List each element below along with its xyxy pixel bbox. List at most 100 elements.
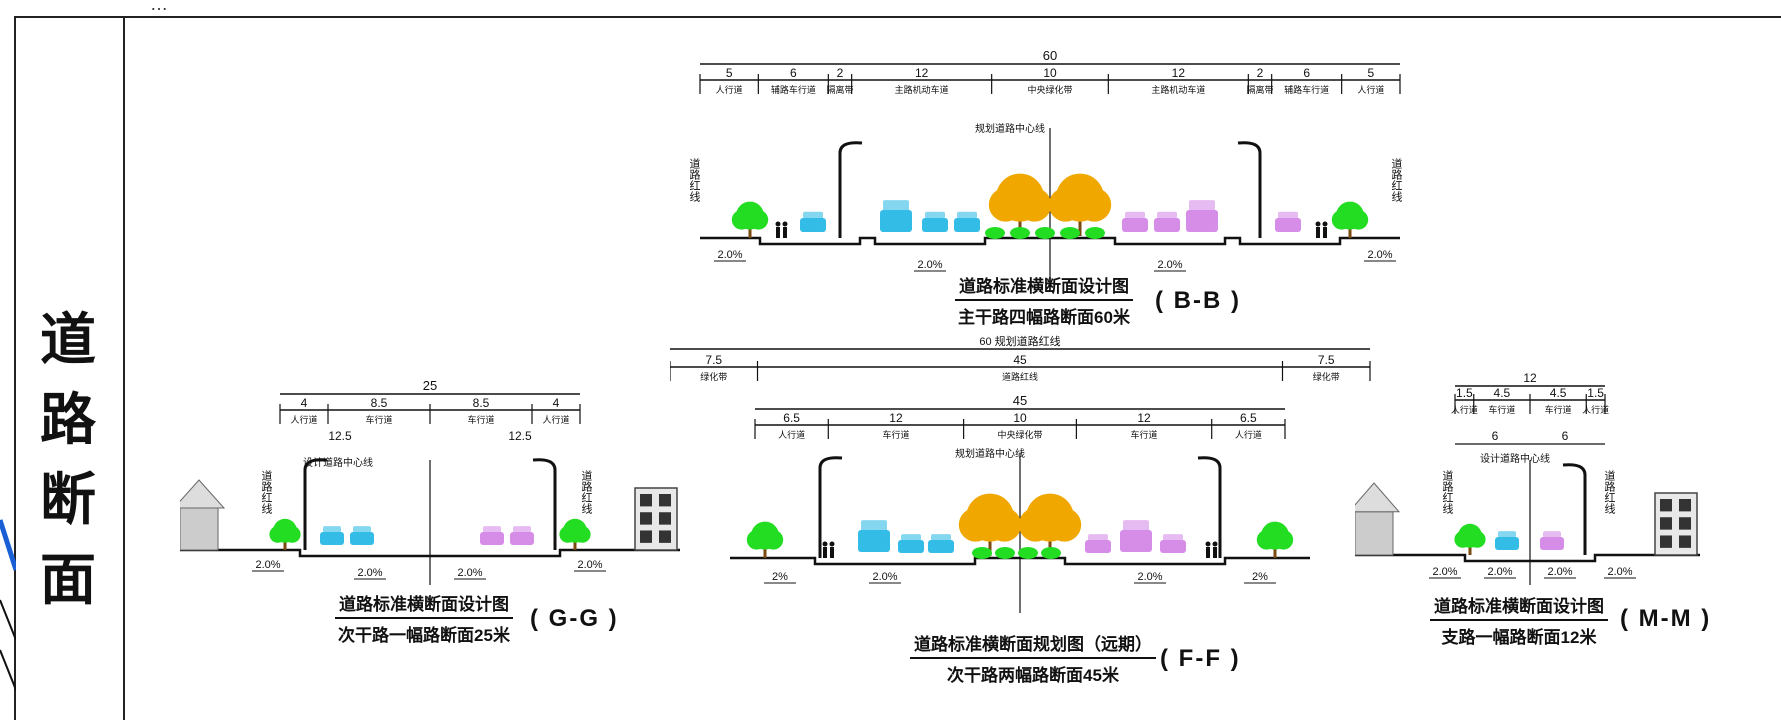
gg-slope: 2.0% bbox=[255, 559, 280, 571]
bb-total: 60 bbox=[1043, 48, 1057, 63]
ff-outer-lane-label: 绿化带 bbox=[700, 371, 727, 382]
gg-car-cab bbox=[483, 526, 501, 533]
ff-car bbox=[1085, 540, 1111, 553]
section-code-ff: ( F-F ) bbox=[1160, 645, 1241, 672]
bb-dim-label: 5 bbox=[726, 66, 733, 80]
mm-slope: 2.0% bbox=[1547, 566, 1572, 578]
ff-outer-dim-label: 7.5 bbox=[1318, 353, 1335, 367]
section-title-char: 断 bbox=[40, 467, 96, 533]
bb-car-cab bbox=[957, 211, 977, 219]
bb-tree-green bbox=[731, 210, 752, 230]
ff-total: 45 bbox=[1013, 393, 1027, 408]
bb-dim-label: 12 bbox=[915, 66, 929, 80]
gg-car bbox=[350, 532, 374, 545]
bb-pedestrian bbox=[1322, 221, 1328, 227]
bb-lane-label: 人行道 bbox=[1357, 84, 1384, 95]
bb-lane-label: 中央绿化带 bbox=[1027, 84, 1072, 95]
ff-dim-label: 6.5 bbox=[783, 411, 800, 425]
ff-bus-cab bbox=[1123, 520, 1149, 532]
mm-lane-label: 车行道 bbox=[1488, 404, 1515, 415]
bb-pedestrian bbox=[776, 227, 780, 238]
edge-hatch bbox=[0, 519, 16, 691]
ff-centerline-label: 规划道路中心线 bbox=[955, 447, 1025, 460]
ff-median-shrub bbox=[972, 547, 992, 559]
bb-median-shrub bbox=[1010, 227, 1030, 239]
ff-dim-label: 12 bbox=[1137, 411, 1151, 425]
gg-half-label: 12.5 bbox=[328, 429, 352, 443]
ff-pedestrian bbox=[1213, 547, 1217, 558]
caption-ff-title: 道路标准横断面规划图（远期） bbox=[910, 630, 1156, 659]
mm-lane-label: 车行道 bbox=[1545, 404, 1572, 415]
gg-car-cab bbox=[513, 526, 531, 533]
bb-lane-label: 隔离带 bbox=[826, 84, 853, 95]
mm-building-window bbox=[1660, 517, 1672, 530]
bb-tree-gold bbox=[1077, 188, 1112, 222]
mm-slope: 2.0% bbox=[1487, 566, 1512, 578]
mm-lane-label: 人行道 bbox=[1582, 404, 1609, 415]
sheet-top-border bbox=[14, 16, 1781, 18]
gg-dim-label: 4 bbox=[553, 396, 560, 410]
gg-slope: 2.0% bbox=[457, 567, 482, 579]
mm-half-label: 6 bbox=[1492, 429, 1499, 443]
bb-slope: 2.0% bbox=[1157, 259, 1182, 271]
ff-outer-dim-label: 45 bbox=[1013, 353, 1027, 367]
ff-tree-green bbox=[763, 530, 784, 550]
mm-building-window bbox=[1679, 535, 1691, 548]
ff-pedestrian bbox=[1212, 541, 1218, 547]
caption-gg: 道路标准横断面设计图 次干路一幅路断面25米 bbox=[335, 590, 513, 646]
mm-dim-label: 4.5 bbox=[1494, 386, 1511, 400]
mm-half-label: 6 bbox=[1562, 429, 1569, 443]
gg-lane-label: 车行道 bbox=[365, 414, 392, 425]
bb-median-shrub bbox=[1035, 227, 1055, 239]
gg-building-window bbox=[659, 494, 671, 507]
mm-ground bbox=[1355, 553, 1700, 563]
ff-pedestrian bbox=[829, 541, 835, 547]
bb-slope: 2.0% bbox=[717, 249, 742, 261]
bb-dim-label: 12 bbox=[1172, 66, 1186, 80]
bb-dim-label: 5 bbox=[1367, 66, 1374, 80]
mm-redline-right: 道路红线 bbox=[1603, 469, 1616, 514]
bb-centerline-label: 规划道路中心线 bbox=[975, 122, 1045, 135]
ff-slope: 2.0% bbox=[1137, 571, 1162, 583]
ff-lane-label: 中央绿化带 bbox=[997, 429, 1042, 440]
section-code-gg: ( G-G ) bbox=[530, 605, 619, 632]
bb-pedestrian bbox=[1323, 227, 1327, 238]
gg-street-lamp bbox=[532, 458, 557, 550]
ff-tree-green bbox=[1256, 530, 1277, 550]
gg-pavilion-roof bbox=[180, 479, 226, 509]
bb-lane-label: 隔离带 bbox=[1246, 84, 1273, 95]
gg-building-window bbox=[640, 512, 652, 525]
ff-median-shrub bbox=[995, 547, 1015, 559]
ff-tree-green bbox=[746, 530, 767, 550]
gg-tree-green bbox=[559, 526, 577, 543]
mm-building-window bbox=[1679, 499, 1691, 512]
gg-car bbox=[320, 532, 344, 545]
caption-bb-title: 道路标准横断面设计图 bbox=[955, 272, 1133, 301]
bb-dim-label: 2 bbox=[837, 66, 844, 80]
bb-tree-green bbox=[748, 210, 769, 230]
ff-pedestrian bbox=[823, 547, 827, 558]
ff-lane-label: 人行道 bbox=[778, 429, 805, 440]
ff-car-cab bbox=[1088, 534, 1108, 541]
ff-car-cab bbox=[1163, 534, 1183, 541]
ff-street-lamp bbox=[818, 456, 843, 558]
bb-lane-label: 主路机动车道 bbox=[895, 84, 949, 95]
gg-half-label: 12.5 bbox=[508, 429, 532, 443]
bb-car bbox=[1154, 218, 1180, 232]
bb-car-cab bbox=[803, 211, 823, 219]
gg-lane-label: 人行道 bbox=[290, 414, 317, 425]
ff-lane-label: 车行道 bbox=[1131, 429, 1158, 440]
section-title-char: 道 bbox=[40, 307, 96, 373]
caption-ff-subtitle: 次干路两幅路断面45米 bbox=[947, 666, 1119, 685]
mm-redline-left: 道路红线 bbox=[1441, 469, 1454, 514]
bb-dim-label: 6 bbox=[790, 66, 797, 80]
ff-street-lamp bbox=[1197, 456, 1222, 558]
gg-slope: 2.0% bbox=[357, 567, 382, 579]
ff-bus-cab bbox=[861, 520, 887, 532]
ff-lane-label: 人行道 bbox=[1235, 429, 1262, 440]
label-column bbox=[14, 18, 125, 720]
section-title-char: 路 bbox=[40, 387, 96, 453]
bb-pedestrian bbox=[1316, 227, 1320, 238]
mm-dim-label: 1.5 bbox=[1456, 386, 1473, 400]
